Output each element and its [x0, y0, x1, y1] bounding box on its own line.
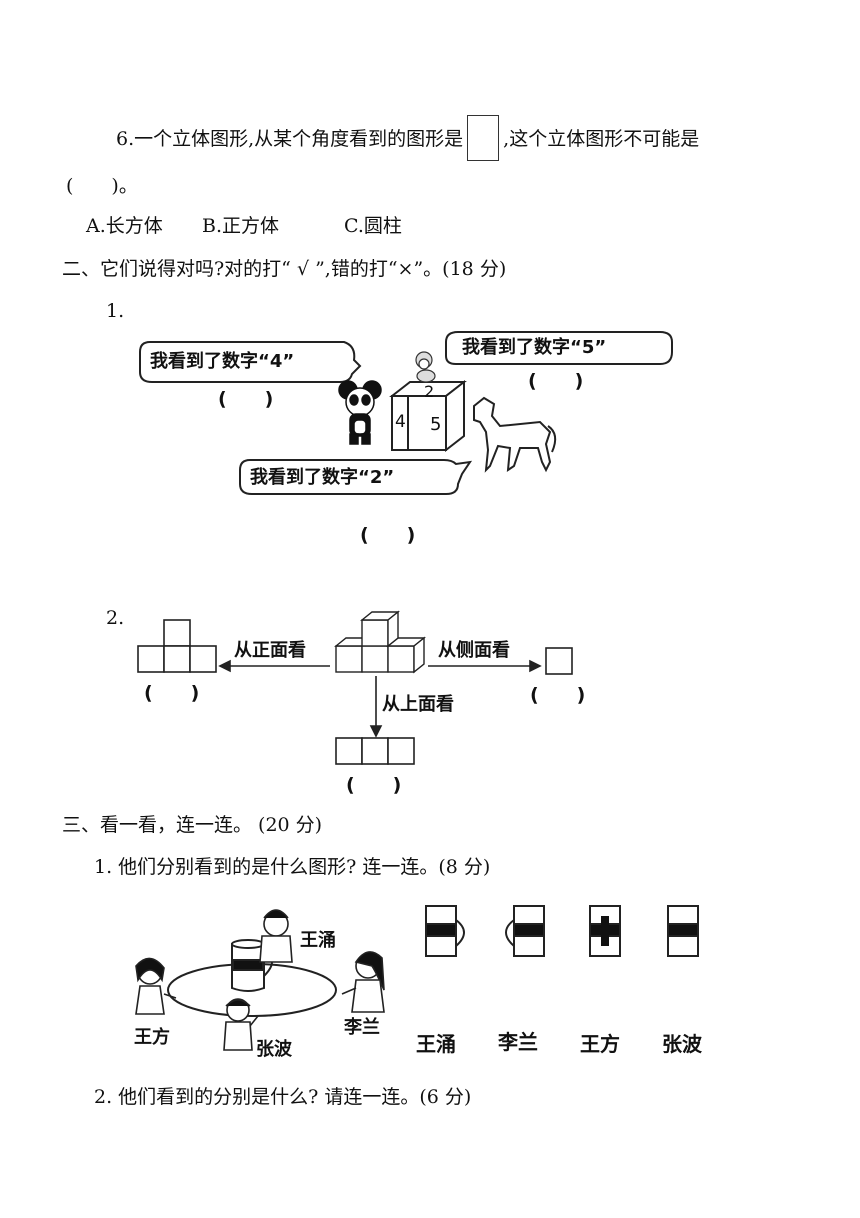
s2-item2-paren-front[interactable]: ( ) — [144, 682, 200, 704]
s2-item2-number: 2. — [106, 607, 125, 629]
cube-face-front-label: 5 — [430, 414, 442, 435]
bubble-monkey-text: 我看到了数字“5” — [462, 337, 607, 358]
person-wangfang-icon — [135, 957, 177, 1015]
person-label-zhangbo: 张波 — [256, 1039, 292, 1060]
side-view-shape — [545, 647, 573, 675]
horse-icon — [473, 396, 557, 473]
s2-item1-paren-horse[interactable]: ( ) — [360, 524, 416, 546]
arrow-right-icon — [428, 659, 542, 673]
mug-option-2-icon — [505, 905, 545, 957]
answer-name-2[interactable]: 李兰 — [498, 1030, 538, 1054]
mug-option-1-icon — [425, 905, 465, 957]
section2-title: 二、它们说得对吗?对的打“ √ ”,错的打“×”。(18 分) — [62, 258, 507, 280]
s2-item2-paren-side[interactable]: ( ) — [530, 684, 586, 706]
front-view-shape — [137, 619, 217, 673]
panda-icon — [338, 380, 382, 445]
answer-name-1[interactable]: 王涌 — [416, 1032, 456, 1056]
s2-item1-paren-monkey[interactable]: ( ) — [528, 370, 584, 392]
s3-item1-text: 1. 他们分别看到的是什么图形? 连一连。(8 分) — [94, 856, 491, 878]
arrow-down-icon — [369, 676, 383, 738]
numbered-cube-icon — [389, 379, 467, 453]
q6-option-a[interactable]: A.长方体 — [86, 215, 163, 237]
section3-title: 三、看一看，连一连。 (20 分) — [62, 814, 323, 836]
label-side-view: 从侧面看 — [438, 640, 510, 661]
answer-name-3[interactable]: 王方 — [580, 1032, 620, 1056]
person-lilan-icon — [341, 951, 385, 1013]
cube-face-top-label: 2 — [424, 382, 435, 401]
q6-option-b[interactable]: B.正方体 — [202, 215, 280, 237]
label-front-view: 从正面看 — [234, 640, 306, 661]
cube-face-left-label: 4 — [395, 412, 406, 432]
s2-item1-paren-panda[interactable]: ( ) — [218, 388, 274, 410]
q6-text-a: 6.一个立体图形,从某个角度看到的图形是 — [116, 128, 464, 150]
arrow-left-icon — [218, 659, 330, 673]
label-top-view: 从上面看 — [382, 694, 454, 715]
monkey-icon — [415, 351, 436, 383]
bubble-horse-text: 我看到了数字“2” — [250, 467, 395, 488]
top-view-shape — [335, 737, 415, 765]
mug-option-4-icon — [667, 905, 699, 957]
s2-item1-number: 1. — [106, 300, 125, 322]
s3-item2-text: 2. 他们看到的分别是什么? 请连一连。(6 分) — [94, 1086, 472, 1108]
block-3d-shape — [334, 610, 426, 674]
person-wangyong-icon — [259, 909, 293, 963]
q6-text-b: ,这个立体图形不可能是 — [503, 128, 700, 150]
answer-name-4[interactable]: 张波 — [662, 1032, 702, 1056]
q6-line1: 6.一个立体图形,从某个角度看到的图形是 ,这个立体图形不可能是 — [116, 115, 700, 163]
person-zhangbo-icon — [223, 998, 259, 1051]
person-label-wangyong: 王涌 — [300, 930, 336, 951]
s2-item2-paren-top[interactable]: ( ) — [346, 774, 402, 796]
person-label-wangfang: 王方 — [134, 1027, 170, 1048]
mug-option-3-icon — [589, 905, 621, 957]
bubble-panda-text: 我看到了数字“4” — [150, 351, 295, 372]
q6-option-c[interactable]: C.圆柱 — [344, 215, 402, 237]
q6-blank[interactable]: ( )。 — [66, 175, 138, 197]
person-label-lilan: 李兰 — [344, 1017, 380, 1038]
square-face-shape — [467, 115, 500, 161]
